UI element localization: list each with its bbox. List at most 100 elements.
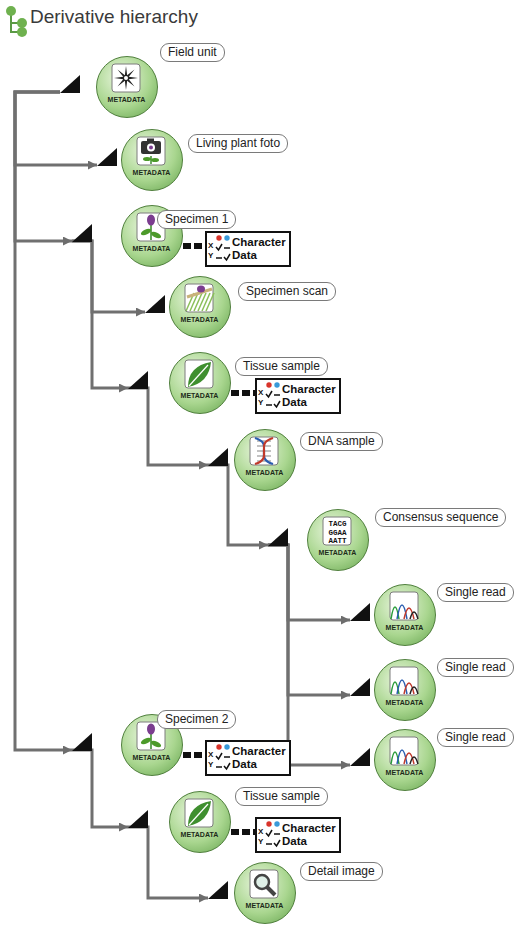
hierarchy-marker: [350, 603, 370, 621]
derivative-node: METADATADetail image: [208, 862, 296, 924]
derivative-node: METADATADNA sample: [208, 429, 296, 491]
marker-triangle: [350, 748, 370, 766]
node-label: Single read: [437, 658, 514, 677]
icon-dot: [17, 27, 27, 37]
marker-triangle: [128, 810, 148, 828]
hierarchy-arrow: [15, 92, 97, 165]
derivative-icon: [120, 128, 182, 190]
metadata-circle: METADATA: [169, 791, 231, 853]
node-label: Specimen scan: [238, 282, 336, 301]
derivative-node: METADATASingle read: [350, 729, 436, 791]
dash-mark: [266, 404, 272, 406]
plant-leaf: [140, 228, 152, 237]
character-data-box: X YCharacter Data: [205, 740, 291, 776]
icon-frame: [112, 64, 140, 92]
marker-triangle: [208, 881, 228, 899]
derivative-node: METADATASpecimen 1: [72, 205, 183, 267]
check-mark: [216, 753, 222, 759]
marker-triangle: [145, 295, 165, 313]
camera-lens-core: [149, 146, 153, 150]
metadata-circle: METADATA: [234, 862, 296, 924]
character-data-box: X YCharacter Data: [255, 817, 341, 853]
derivative-node: METADATATissue sample: [128, 791, 231, 853]
derivative-node: METADATASingle read: [350, 584, 436, 646]
hierarchy-marker: [128, 371, 148, 389]
hierarchy-marker: [350, 748, 370, 766]
sequence-text: TACG GGAA AATT: [325, 520, 350, 546]
leaf-shape: [188, 362, 211, 387]
node-label: Detail image: [300, 862, 383, 881]
metadata-text: METADATA: [95, 96, 157, 104]
read-peak: [410, 757, 418, 764]
leaf-rib: [189, 804, 208, 825]
metadata-text: METADATA: [306, 549, 368, 557]
metadata-text: METADATA: [373, 769, 435, 777]
derivative-node: TACG GGAA AATTMETADATAConsensus sequence: [268, 509, 369, 571]
dash-mark: [216, 257, 222, 259]
icon-frame: [323, 517, 351, 545]
check-mark: [274, 840, 280, 846]
metadata-circle: TACG GGAA AATT METADATA: [307, 509, 369, 571]
node-label: Field unit: [160, 43, 225, 62]
hierarchy-marker: [268, 528, 288, 546]
character-dot: [224, 235, 229, 240]
hierarchy-marker: [208, 881, 228, 899]
scan-line: [206, 293, 214, 311]
node-label: Specimen 1: [157, 210, 236, 229]
metadata-text: METADATA: [168, 392, 230, 400]
read-peak: [410, 612, 418, 619]
derivative-icon: [168, 351, 230, 413]
character-dot: [216, 744, 221, 749]
hierarchy-arrow: [72, 241, 128, 388]
icon-frame: [250, 870, 278, 898]
character-data-label: Character Data: [282, 822, 339, 848]
plant-flower: [147, 215, 155, 226]
camera-body: [141, 141, 161, 154]
derivative-icon: [373, 658, 435, 720]
icon-frame: [185, 360, 213, 388]
derivative-node: METADATASingle read: [350, 659, 436, 721]
check-mark: [266, 391, 272, 397]
derivative-node: METADATAField unit: [60, 56, 158, 118]
check-mark: [274, 401, 280, 407]
node-label: Tissue sample: [235, 787, 328, 806]
plant-flower: [197, 286, 205, 293]
character-dot: [266, 382, 271, 387]
derivative-icon: [373, 583, 435, 645]
node-label: Specimen 2: [157, 710, 236, 729]
metadata-text: METADATA: [120, 245, 182, 253]
character-dot: [266, 821, 271, 826]
dash-mark: [274, 833, 280, 835]
metadata-circle: METADATA: [374, 584, 436, 646]
icon-frame: [137, 137, 165, 165]
character-data-box: X YCharacter Data: [205, 231, 291, 267]
icon-frame: [185, 284, 213, 312]
hierarchy-icon: [4, 4, 30, 38]
axis-letters: X Y: [208, 750, 214, 770]
hierarchy-marker: [60, 75, 80, 93]
hierarchy-marker: [145, 295, 165, 313]
check-mark: [224, 254, 230, 260]
node-label: Single read: [437, 583, 514, 602]
marker-triangle: [97, 148, 117, 166]
dash-mark: [224, 247, 230, 249]
marker-triangle: [72, 224, 92, 242]
icon-frame: [390, 737, 418, 765]
metadata-circle: METADATA: [374, 659, 436, 721]
character-dot: [274, 382, 279, 387]
metadata-text: METADATA: [168, 831, 230, 839]
marker-triangle: [208, 448, 228, 466]
dna-strand: [255, 438, 273, 464]
metadata-text: METADATA: [168, 316, 230, 324]
metadata-circle: METADATA: [234, 429, 296, 491]
scan-line: [198, 293, 206, 311]
chain-link: [183, 243, 205, 249]
metadata-text: METADATA: [120, 169, 182, 177]
marker-triangle: [268, 528, 288, 546]
plant-leaf: [150, 740, 162, 749]
diagram-title: Derivative hierarchy: [30, 6, 198, 28]
metadata-circle: METADATA: [169, 352, 231, 414]
metadata-circle: METADATA: [96, 56, 158, 118]
plant-flower: [147, 724, 155, 735]
